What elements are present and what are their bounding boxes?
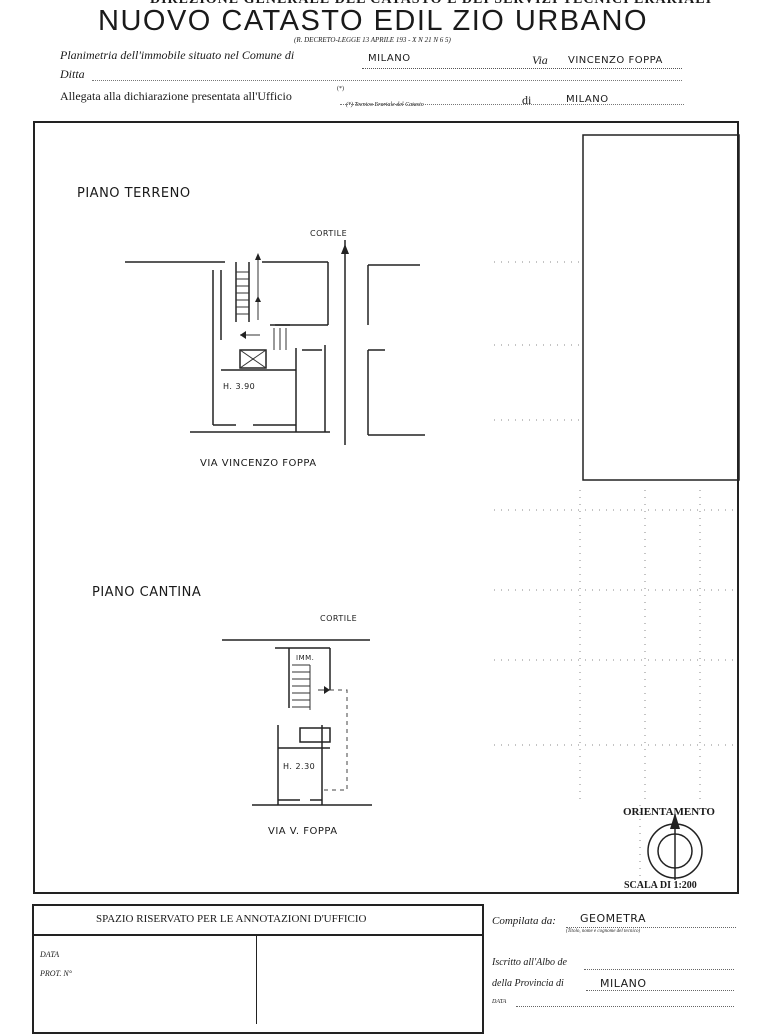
imm-label: IMM. (296, 654, 315, 662)
comune-value: MILANO (368, 53, 411, 64)
ditta-label: Ditta (60, 67, 85, 81)
neighbor-block (582, 134, 740, 481)
iscritto-underline (584, 969, 734, 970)
height-cantina: H. 2.30 (283, 762, 316, 771)
decree-reference: (R. DECRETO-LEGGE 13 APRILE 193 - X N 21… (294, 36, 451, 44)
orientamento-label: ORIENTAMENTO (623, 806, 715, 818)
height-terreno: H. 3.90 (223, 382, 256, 391)
ufficio-label: Allegata alla dichiarazione presentata a… (60, 89, 292, 103)
compilata-value: GEOMETRA (580, 912, 647, 925)
prot-label: PROT. N° (40, 969, 72, 978)
page-title: NUOVO CATASTO EDIL ZIO URBANO (98, 5, 648, 37)
data2-label: DATA (492, 999, 507, 1005)
piano-terreno-label: PIANO TERRENO (77, 186, 191, 201)
plan-frame (33, 121, 739, 894)
street-cantina-label: VIA V. FOPPA (268, 826, 338, 837)
provincia-value: MILANO (600, 977, 647, 990)
ufficio-city: MILANO (566, 94, 609, 105)
street-terreno-label: VIA VINCENZO FOPPA (200, 458, 317, 469)
data-label: DATA (40, 950, 60, 959)
header-top-partial: DIREZIONE GENERALE DEL CATASTO E DEI SER… (150, 0, 712, 8)
provincia-label: della Provincia di (492, 978, 564, 989)
piano-cantina-label: PIANO CANTINA (92, 585, 202, 600)
compilata-label: Compilata da: (492, 915, 556, 927)
annotazioni-divider (256, 934, 257, 1024)
compilata-underline (566, 927, 736, 928)
comune-label: Planimetria dell'immobile situato nel Co… (60, 48, 295, 62)
cortile-top-label: CORTILE (310, 229, 348, 238)
ditta-underline (92, 80, 682, 81)
di-label: di (522, 93, 532, 107)
footnote-text: (*) Tecnico Erariale del Catasto (346, 102, 424, 108)
annotazioni-header-rule (32, 934, 484, 936)
ufficio-underline (340, 104, 684, 105)
comune-underline (362, 68, 682, 69)
via-label: Via (532, 53, 548, 67)
via-value: VINCENZO FOPPA (568, 55, 663, 66)
cortile-bottom-label: CORTILE (320, 614, 358, 623)
data2-underline (516, 1006, 734, 1007)
scala-label: SCALA DI 1:200 (624, 880, 697, 891)
iscritto-label: Iscritto all'Albo de (492, 957, 567, 968)
provincia-underline (586, 990, 734, 991)
compilata-note: (Titolo, nome e cognome del tecnico) (566, 929, 641, 934)
footnote-mark: (*) (337, 86, 344, 92)
annotazioni-title: SPAZIO RISERVATO PER LE ANNOTAZIONI D'UF… (96, 913, 367, 925)
